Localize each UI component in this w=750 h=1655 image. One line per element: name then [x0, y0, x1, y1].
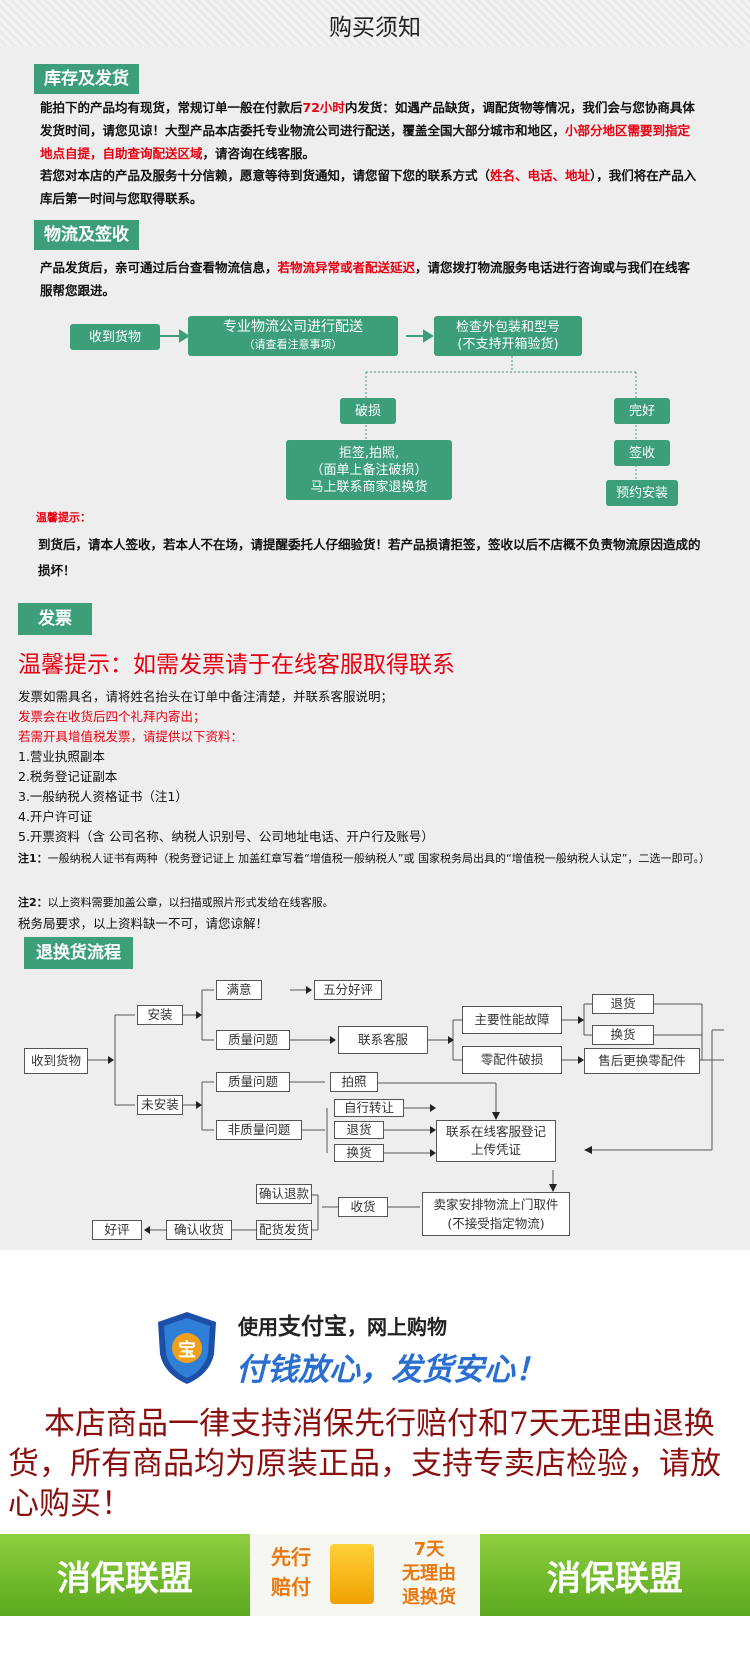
ret-main-fault: 主要性能故障 — [462, 1006, 562, 1034]
invoice-final: 税务局要求，以上资料缺一不可，请您谅解！ — [18, 916, 269, 931]
shopping-bag-icon — [330, 1544, 374, 1604]
section-heading-logistics: 物流及签收 — [34, 220, 139, 250]
flow-deliver: 专业物流公司进行配送（请查看注意事项） — [188, 316, 398, 356]
ret-five-star: 五分好评 — [314, 980, 382, 1000]
ret-refund-2: 退货 — [334, 1121, 384, 1139]
ret-part-broken: 零配件破损 — [462, 1046, 562, 1074]
ret-refund: 退货 — [592, 994, 654, 1014]
ret-good-review: 好评 — [92, 1220, 142, 1240]
badge-left: 消保联盟 — [0, 1534, 250, 1616]
ret-installed: 安装 — [137, 1005, 183, 1025]
ret-confirm-receipt: 确认收货 — [166, 1220, 232, 1240]
ret-confirm-refund: 确认退款 — [256, 1184, 312, 1204]
flow-install: 预约安装 — [606, 480, 678, 506]
flow-receive: 收到货物 — [70, 324, 160, 350]
flow-refuse: 拒签,拍照,（面单上备注破损）马上联系商家退换货 — [286, 440, 452, 500]
ret-non-quality: 非质量问题 — [216, 1120, 302, 1140]
flow-connectors — [88, 329, 724, 1234]
ret-pickup: 卖家安排物流上门取件(不接受指定物流) — [422, 1192, 570, 1236]
ret-ship: 配货发货 — [256, 1220, 312, 1240]
ret-after-sales: 售后更换零配件 — [584, 1048, 700, 1074]
ret-not-installed: 未安装 — [137, 1095, 183, 1115]
ret-quality-2: 质量问题 — [216, 1072, 290, 1092]
ret-photo: 拍照 — [330, 1072, 378, 1092]
invoice-line-7: 4.开户许可证 — [18, 809, 93, 824]
invoice-line-6: 3.一般纳税人资格证书（注1） — [18, 789, 188, 804]
logistics-paragraph: 产品发货后，亲可通过后台查看物流信息，若物流异常或者配送延迟，请您拨打物流服务电… — [40, 260, 691, 298]
invoice-note-1: 注1：一般纳税人证书有两种（税务登记证上 加盖红章写着“增值税一般纳税人”或 国… — [18, 852, 710, 865]
invoice-line-3: 若需开具增值税发票，请提供以下资料： — [18, 729, 244, 744]
section-heading-stock: 库存及发货 — [34, 64, 139, 94]
invoice-notice: 温馨提示：如需发票请于在线客服取得联系 — [18, 652, 455, 678]
ret-register: 联系在线客服登记上传凭证 — [436, 1120, 556, 1162]
tip-text: 到货后，请本人签收，若本人不在场，请提醒委托人仔细验货！若产品损请拒签，签收以后… — [38, 537, 701, 578]
alipay-line: 使用支付宝，网上购物 — [238, 1314, 447, 1340]
ret-self-transfer: 自行转让 — [334, 1099, 404, 1117]
page-title: 购买须知 — [329, 15, 421, 41]
alipay-slogan: 付钱放心，发货安心！ — [236, 1352, 546, 1388]
badge-right: 消保联盟 — [480, 1534, 750, 1616]
stock-paragraph-2: 若您对本店的产品及服务十分信赖，愿意等待到货通知，请您留下您的联系方式（姓名、电… — [40, 168, 697, 206]
ret-quality: 质量问题 — [216, 1030, 290, 1050]
invoice-line-8: 5.开票资料（含 公司名称、纳税人识别号、公司地址电话、开户行及账号） — [18, 829, 434, 844]
ret-contact: 联系客服 — [338, 1026, 428, 1054]
invoice-line-4: 1.营业执照副本 — [18, 749, 105, 764]
invoice-line-2: 发票会在收货后四个礼拜内寄出； — [18, 709, 206, 724]
invoice-line-1: 发票如需具名，请将姓名抬头在订单中备注清楚，并联系客服说明； — [18, 689, 394, 704]
flow-good: 完好 — [614, 398, 670, 424]
tip-label: 温馨提示： — [36, 511, 91, 524]
section-heading-returns: 退换货流程 — [24, 937, 133, 969]
section-heading-invoice: 发票 — [18, 603, 92, 635]
stock-paragraph-1: 能拍下的产品均有现货，常规订单一般在付款后72小时内发货：如遇产品缺货，调配货物… — [40, 100, 695, 161]
title-bar: 购买须知 — [0, 0, 750, 46]
flow-check: 检查外包装和型号(不支持开箱验货) — [434, 316, 582, 356]
flow-sign: 签收 — [614, 440, 670, 466]
ret-receive: 收到货物 — [24, 1048, 88, 1074]
badge-mid: 先行赔付 7天无理由退换货 — [250, 1534, 480, 1616]
ret-receive-goods: 收货 — [338, 1197, 388, 1217]
guarantee-text: 本店商品一律支持消保先行赔付和7天无理由退换货，所有商品均为原装正品，支持专卖店… — [8, 1406, 721, 1522]
ret-exchange: 换货 — [592, 1025, 654, 1045]
alipay-shield-icon: 宝 — [156, 1310, 218, 1386]
invoice-line-5: 2.税务登记证副本 — [18, 769, 118, 784]
invoice-note-2: 注2：以上资料需要加盖公章，以扫描或照片形式发给在线客服。 — [18, 896, 334, 909]
ret-satisfied: 满意 — [216, 980, 262, 1000]
ret-exchange-2: 换货 — [334, 1144, 384, 1162]
flow-damaged: 破损 — [340, 398, 396, 424]
